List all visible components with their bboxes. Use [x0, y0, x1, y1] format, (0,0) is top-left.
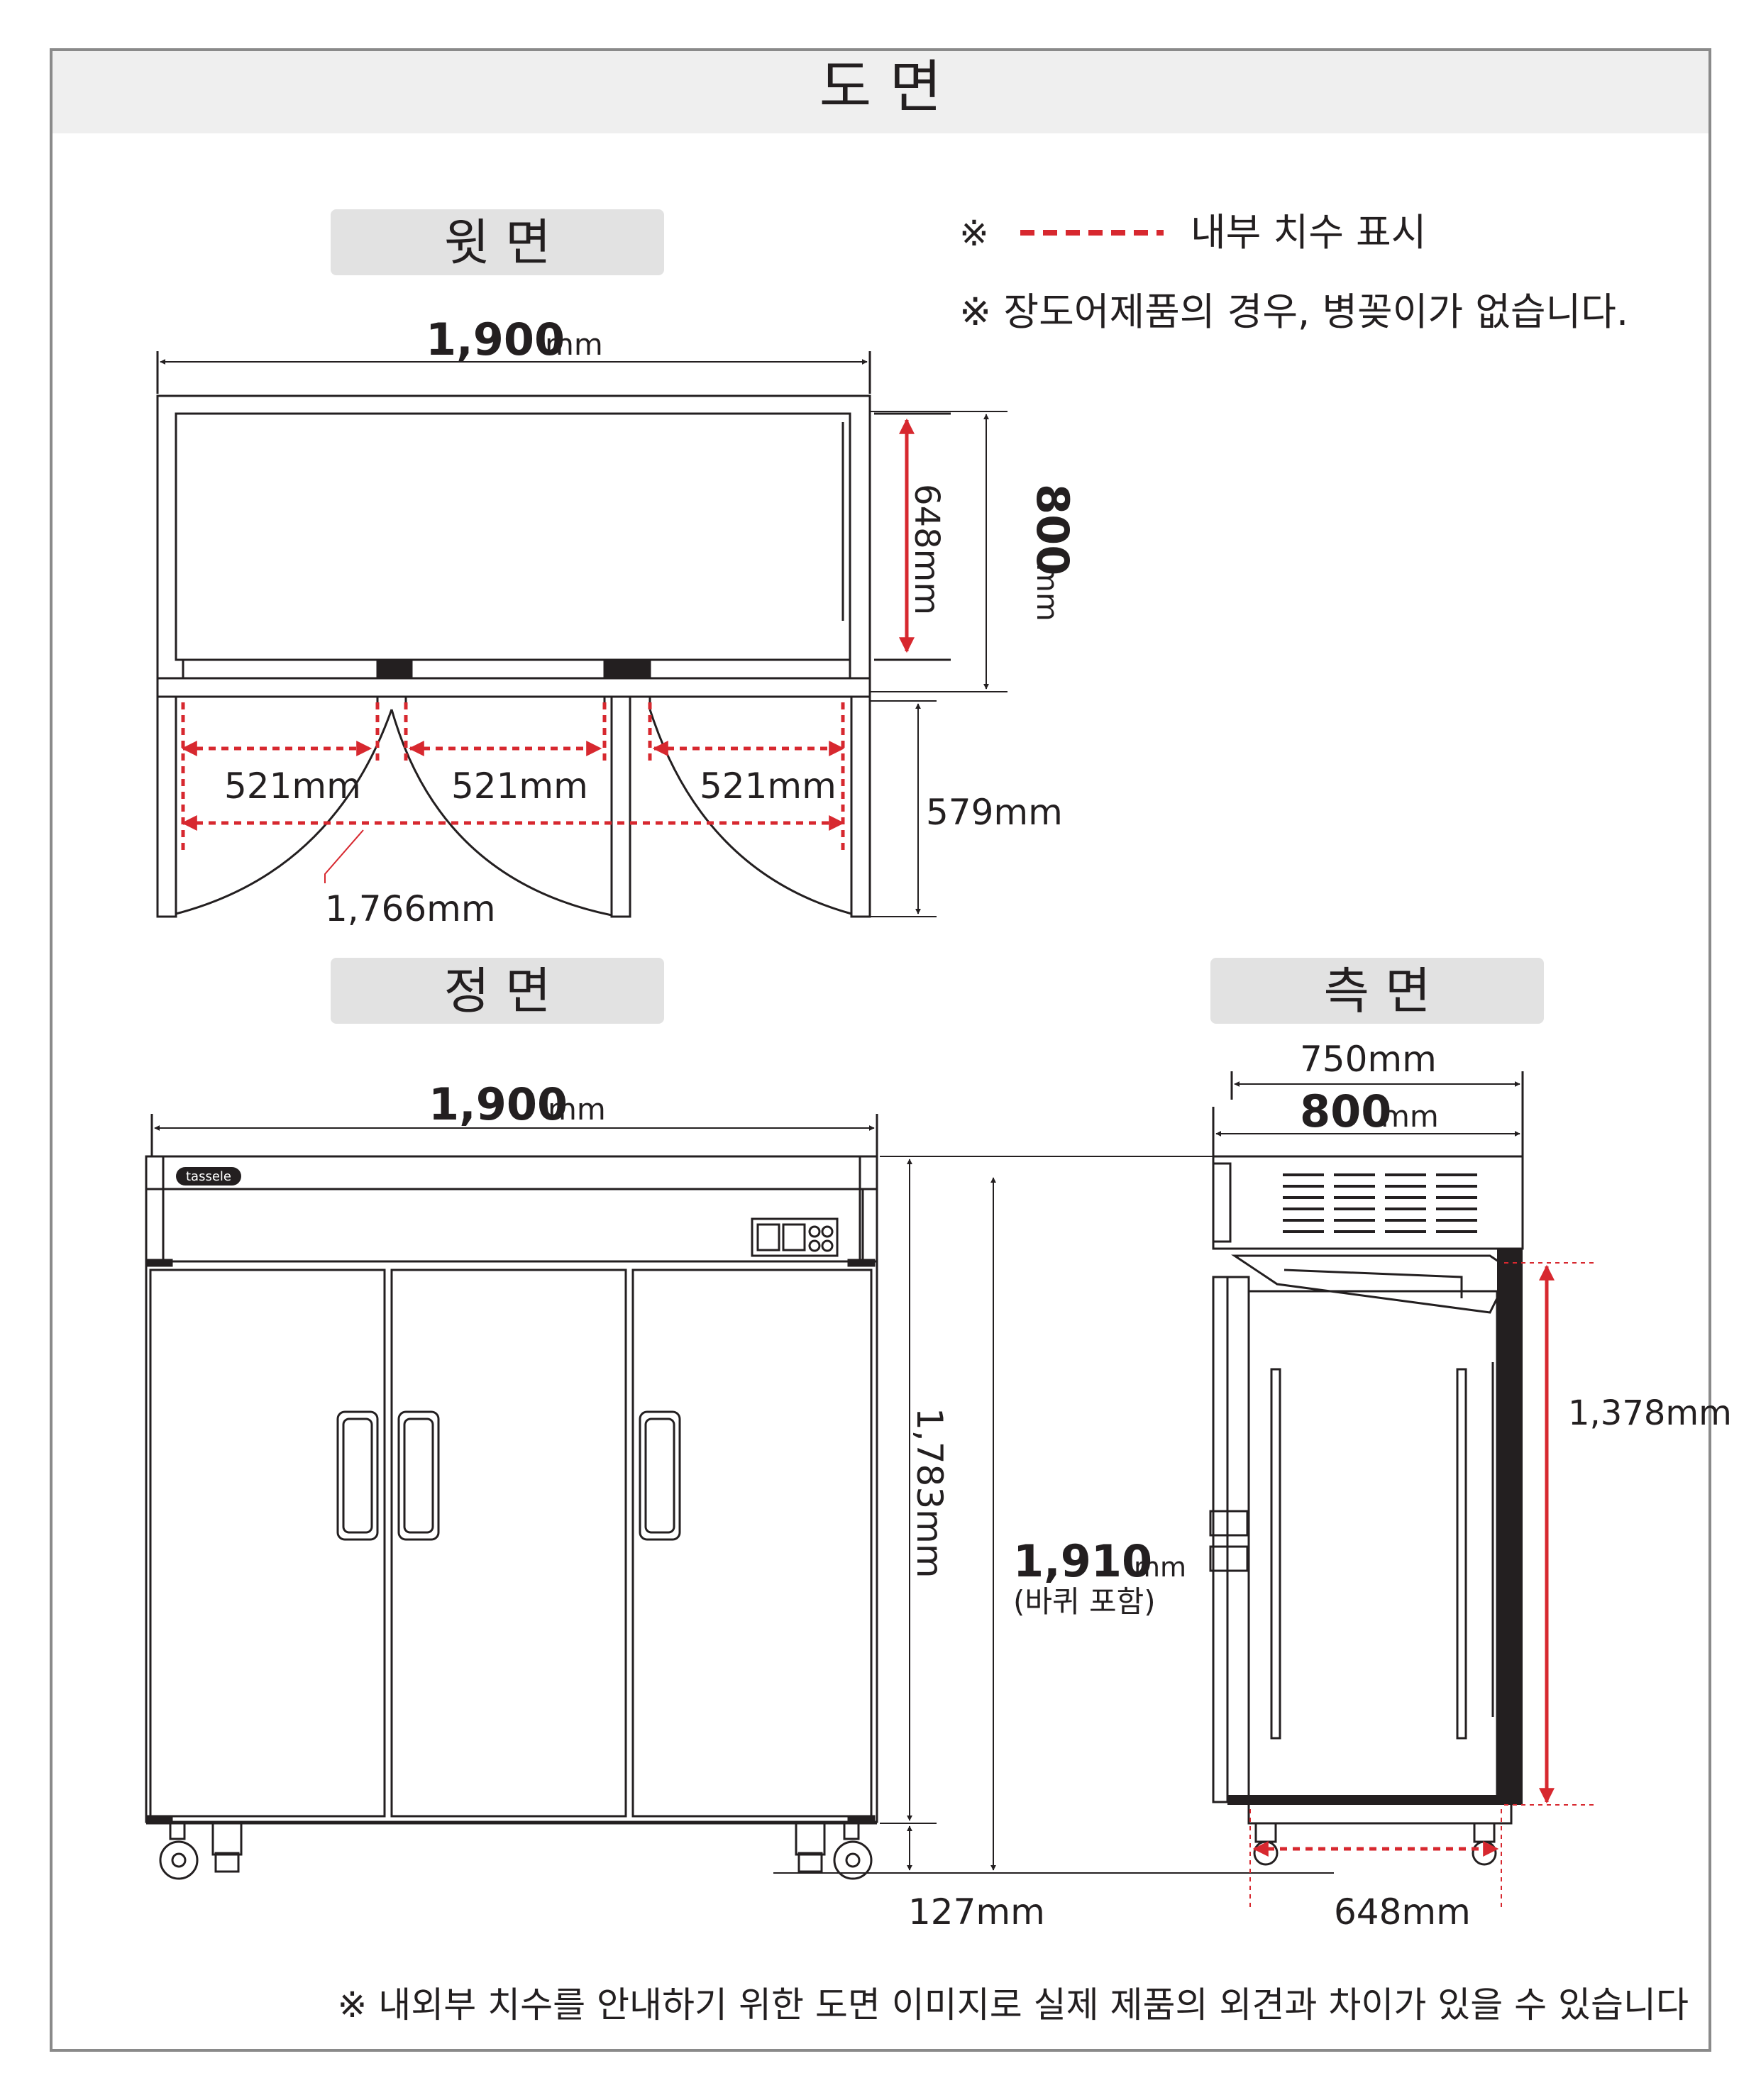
legend-line-label: 내부 치수 표시 [1191, 210, 1426, 255]
side-view-label: 측 면 [1323, 962, 1430, 1020]
side-view-inner-dims [1249, 1262, 1596, 1908]
door-inner-dim-2: 521mm [451, 766, 588, 807]
title-bar [53, 51, 1708, 133]
front-view-drawing [145, 1114, 1334, 1880]
side-inner-height: 1,378mm [1568, 1393, 1732, 1433]
total-height-value: 1,910 [1013, 1535, 1152, 1587]
brand-badge [176, 1167, 241, 1186]
top-depth-dim: 800 mm [1027, 484, 1078, 621]
side-depth-dim-1: 750mm [1300, 1039, 1437, 1080]
total-height-unit: mm [1134, 1552, 1186, 1583]
top-view-inner-dims [181, 418, 915, 851]
front-body-height: 1,783mm [909, 1408, 950, 1579]
page-title: 도 면 [819, 54, 942, 120]
front-view-label-box [331, 958, 664, 1024]
door-inner-dim-1: 521mm [224, 766, 361, 807]
sheet-frame [50, 48, 1711, 2052]
side-depth-unit: mm [1381, 1099, 1439, 1134]
svg-text:800: 800 [1027, 484, 1078, 575]
front-view-label: 정 면 [443, 962, 551, 1020]
caster-height-dim: 127mm [908, 1891, 1045, 1933]
front-width-value: 1,900 [429, 1078, 568, 1130]
side-bottom-base [1227, 1795, 1523, 1805]
total-height-note: (바퀴 포함) [1013, 1584, 1156, 1619]
top-view-label-box [331, 209, 664, 275]
side-view-label-box [1210, 958, 1544, 1024]
legend-mark: ※ [959, 213, 989, 254]
top-view-label: 윗 면 [443, 214, 551, 272]
footnote: ※ 내외부 치수를 안내하기 위한 도면 이미지로 실제 제품의 외견과 차이가… [337, 1984, 1689, 2026]
side-view-drawing [1209, 1071, 1524, 1866]
brand-logo: tassele [186, 1169, 231, 1184]
door-swing-dim: 579mm [926, 792, 1063, 833]
top-view-drawing [156, 351, 1008, 918]
inner-width-dim: 1,766mm [325, 888, 496, 929]
front-width-unit: mm [548, 1092, 606, 1127]
legend-note: ※ 장도어제품의 경우, 병꽂이가 없습니다. [959, 289, 1628, 334]
top-inner-depth: 648mm [907, 484, 946, 615]
top-width-unit: mm [545, 327, 603, 362]
top-width-value: 1,900 [426, 314, 565, 365]
side-inner-depth: 648mm [1334, 1891, 1471, 1933]
side-depth-value: 800 [1300, 1085, 1391, 1137]
door-inner-dim-3: 521mm [700, 766, 837, 807]
svg-text:mm: mm [1030, 563, 1065, 621]
side-rear-wall [1497, 1249, 1523, 1802]
